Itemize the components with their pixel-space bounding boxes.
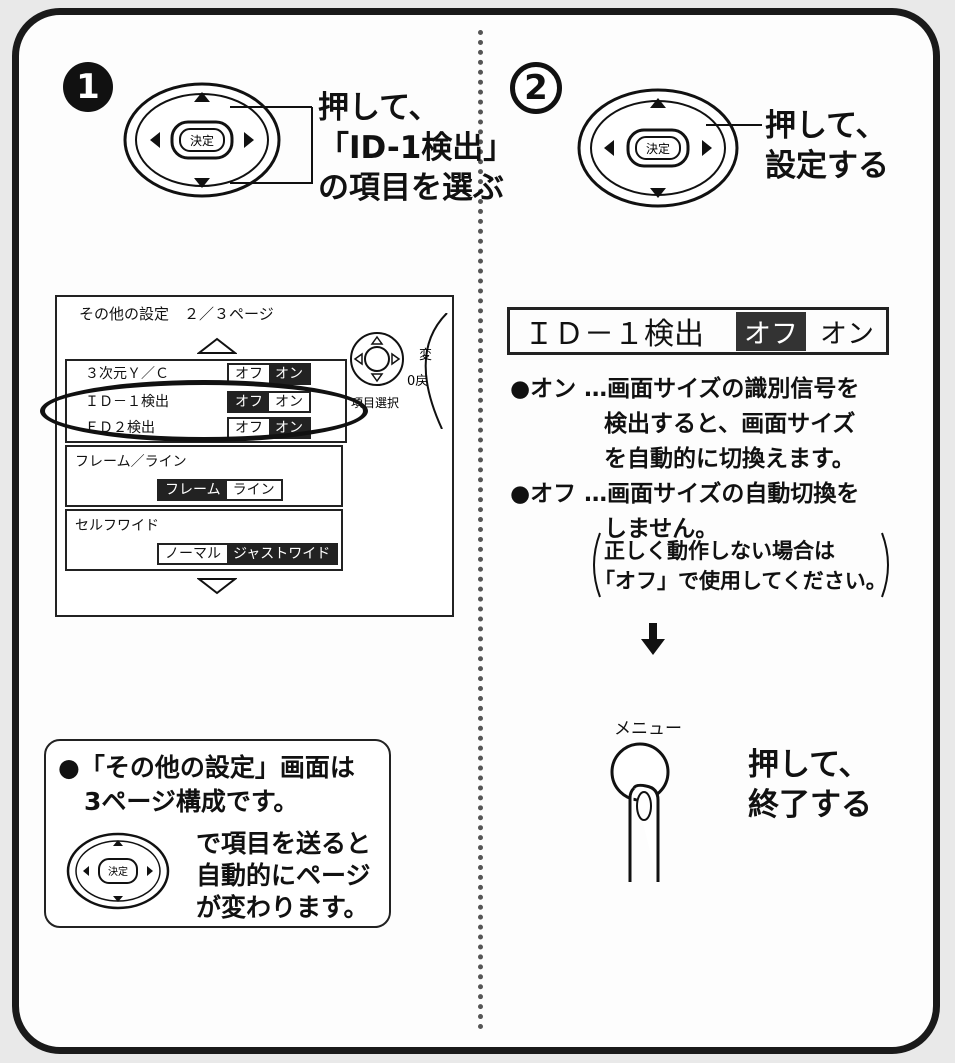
paren-line: 正しく動作しない場合は — [604, 539, 835, 563]
self-wide-group — [65, 509, 343, 571]
down-triangle-icon — [197, 578, 237, 595]
dpad-icon[interactable]: 決定 — [122, 80, 282, 200]
osd-title: その他の設定 ２／３ページ — [79, 305, 274, 323]
remote-back-label: 0戻 — [407, 374, 428, 389]
osd-row-label: ３次元Ｙ／Ｃ — [85, 366, 169, 382]
instruction-line: の項目を選ぶ — [318, 170, 504, 206]
paren-line: 「オフ」で使用してください。 — [594, 569, 887, 593]
frame-line-toggle[interactable]: フレーム ライン — [157, 479, 283, 501]
osd-menu: その他の設定 ２／３ページ ３次元Ｙ／Ｃ オフ オン ＩＤ－１検出 オフ オン … — [55, 295, 454, 617]
dpad-center-label: 決定 — [646, 141, 670, 156]
option-on[interactable]: オン — [269, 365, 309, 383]
step-1-instruction: 押して、 「ID-1検出」 の項目を選ぶ — [318, 88, 514, 208]
step-2-instruction: 押して、 設定する — [765, 106, 889, 186]
instruction-line: 押して、 — [748, 747, 870, 783]
option-off[interactable]: オフ — [235, 366, 263, 382]
menu-button[interactable] — [604, 736, 684, 886]
note-line: ●「その他の設定」画面は — [58, 753, 355, 782]
remote-change-label: 変 — [419, 347, 432, 363]
instruction-line: 押して、 — [318, 90, 440, 126]
instruction-line: 終了する — [748, 787, 872, 823]
column-divider — [478, 30, 483, 1030]
self-wide-toggle[interactable]: ノーマル ジャストワイド — [157, 543, 339, 565]
dpad-center-label: 決定 — [108, 865, 128, 878]
desc-on-line: ●オン …画面サイズの識別信号を — [510, 376, 860, 402]
callout-line — [706, 124, 762, 126]
step-2-badge: 2 — [510, 62, 562, 114]
option-on[interactable]: オン — [820, 318, 874, 350]
note-box: ●「その他の設定」画面は 3ページ構成です。 決定 で項目を送ると 自動的にペー… — [44, 739, 391, 928]
instruction-line: 設定する — [765, 148, 889, 184]
dpad-icon[interactable]: 決定 — [576, 86, 740, 210]
osd-row-label: フレーム／ライン — [75, 454, 187, 470]
note-line: 自動的にページ — [196, 861, 371, 890]
instruction-line: 「ID-1検出」 — [318, 130, 515, 166]
step-1-badge: 1 — [63, 62, 113, 112]
dpad-center-label: 決定 — [190, 133, 214, 148]
frame-line-group — [65, 445, 343, 507]
left-paren — [593, 532, 601, 598]
up-triangle-icon — [197, 337, 237, 354]
note-line: で項目を送ると — [196, 829, 372, 858]
id1-detect-setting: ＩＤ－１検出 オフ オン — [507, 307, 889, 355]
id1-label: ＩＤ－１検出 — [524, 317, 704, 352]
desc-on-line: を自動的に切換えます。 — [604, 446, 855, 472]
menu-instruction: 押して、 終了する — [748, 745, 872, 825]
option-line[interactable]: ライン — [232, 482, 275, 498]
right-paren — [881, 532, 889, 598]
dpad-icon: 決定 — [66, 832, 170, 910]
callout-line — [230, 106, 313, 184]
down-arrow-icon — [641, 623, 665, 655]
option-just-wide[interactable]: ジャストワイド — [227, 545, 337, 563]
option-frame[interactable]: フレーム — [159, 481, 227, 499]
note-line: 3ページ構成です。 — [84, 787, 299, 816]
desc-off-line: しません。 — [604, 516, 719, 542]
highlight-oval — [40, 380, 368, 442]
menu-button-label: メニュー — [614, 719, 682, 739]
option-normal[interactable]: ノーマル — [165, 546, 221, 562]
osd-row-label: セルフワイド — [75, 518, 159, 534]
note-line: が変わります。 — [196, 893, 369, 922]
option-off[interactable]: オフ — [736, 311, 806, 351]
instruction-line: 押して、 — [765, 108, 887, 144]
desc-on-line: 検出すると、画面サイズ — [604, 411, 856, 437]
desc-off-line: ●オフ …画面サイズの自動切換を — [510, 481, 860, 507]
